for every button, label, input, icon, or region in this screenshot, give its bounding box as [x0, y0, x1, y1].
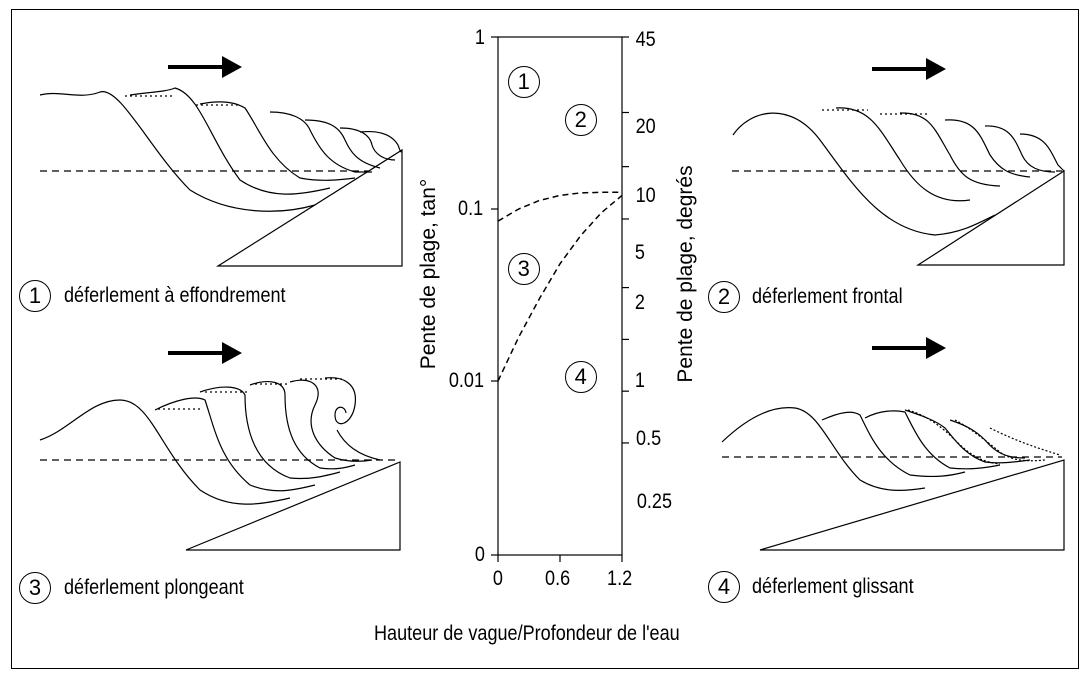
panel-1-caption: déferlement à effondrement: [64, 284, 286, 307]
wave-1-a: [39, 91, 316, 212]
right-tick-20: 20: [635, 115, 656, 138]
wave-3-g: [336, 429, 381, 461]
wave-3-dots: [158, 378, 345, 410]
chart-series: [497, 191, 623, 382]
chart-region-4: 4: [564, 361, 597, 394]
arrow-1-head: [222, 56, 242, 78]
chart-tick-marks: [491, 36, 629, 562]
right-axis-label: Pente de plage, degrés: [674, 165, 697, 383]
x-tick-1-2: 1.2: [607, 567, 633, 590]
wave-1-d: [269, 111, 372, 173]
figure-frame: [11, 9, 1079, 669]
right-tick-10: 10: [635, 184, 656, 207]
boundary-line-2: [497, 194, 623, 382]
wave-2-f: [1019, 133, 1065, 172]
beach-slope-4: [759, 459, 1065, 551]
right-tick-45: 45: [635, 28, 656, 51]
panel-4-number: 4: [708, 571, 740, 603]
wave-2-dots: [822, 109, 930, 115]
panel-2-drawing: [732, 58, 1065, 266]
right-tick-0-5: 0.5: [636, 427, 662, 450]
beach-slope-1: [215, 148, 403, 267]
wave-3-e: [289, 379, 373, 462]
boundary-line-1: [497, 191, 622, 222]
wave-3-a: [39, 399, 291, 505]
panel-2-number: 2: [708, 281, 740, 313]
arrow-3-head: [222, 342, 242, 364]
panel-1-drawing: [39, 56, 403, 267]
beach-slope-2: [915, 169, 1065, 266]
wave-4-a: [721, 407, 926, 491]
wave-3-f: [324, 377, 356, 425]
panel-3-number: 3: [19, 572, 51, 604]
right-tick-0-25: 0.25: [636, 490, 673, 513]
left-tick-0-01: 0.01: [448, 369, 485, 392]
wave-1-dots: [125, 95, 240, 106]
left-tick-0: 0: [474, 543, 485, 566]
panel-2-caption: déferlement frontal: [752, 285, 903, 308]
panel-3-drawing: [39, 342, 401, 551]
right-tick-5: 5: [634, 241, 645, 264]
chart-region-3: 3: [507, 252, 540, 285]
left-axis-label: Pente de plage, tan°: [417, 178, 440, 370]
panel-1-number: 1: [19, 280, 51, 312]
x-tick-0: 0: [492, 567, 503, 590]
wave-2-d: [944, 119, 1031, 178]
wave-2-a: [732, 112, 996, 236]
wave-3-c: [199, 386, 341, 480]
beach-slope-3: [185, 461, 401, 551]
wave-1-e: [304, 119, 381, 169]
panel-4-drawing: [721, 337, 1065, 551]
wave-2-e: [984, 125, 1056, 173]
wave-3-b: [154, 397, 316, 492]
arrow-2-head: [926, 58, 946, 80]
wave-3-d: [249, 381, 356, 470]
wave-1-b: [129, 87, 331, 195]
arrow-4-head: [926, 337, 946, 359]
wave-1-g: [359, 130, 403, 153]
panel-3-caption: déferlement plongeant: [64, 576, 244, 599]
x-axis-label: Hauteur de vague/Profondeur de l'eau: [374, 622, 680, 645]
chart-region-1: 1: [507, 65, 540, 98]
panel-4-caption: déferlement glissant: [752, 575, 914, 598]
wave-2-b: [835, 107, 971, 202]
right-tick-1: 1: [634, 369, 645, 392]
wave-4-dots: [907, 409, 1061, 465]
right-tick-2: 2: [634, 291, 645, 314]
x-tick-0-6: 0.6: [545, 567, 571, 590]
chart-region-2: 2: [564, 103, 597, 136]
chart-plot-area: [497, 36, 623, 556]
wave-4-b: [821, 411, 966, 478]
wave-1-f: [339, 127, 396, 161]
left-tick-1: 1: [474, 26, 485, 49]
wave-4-c: [864, 410, 1001, 470]
wave-2-c: [899, 112, 1001, 187]
left-tick-0-1: 0.1: [458, 197, 484, 220]
wave-1-c: [199, 101, 356, 181]
